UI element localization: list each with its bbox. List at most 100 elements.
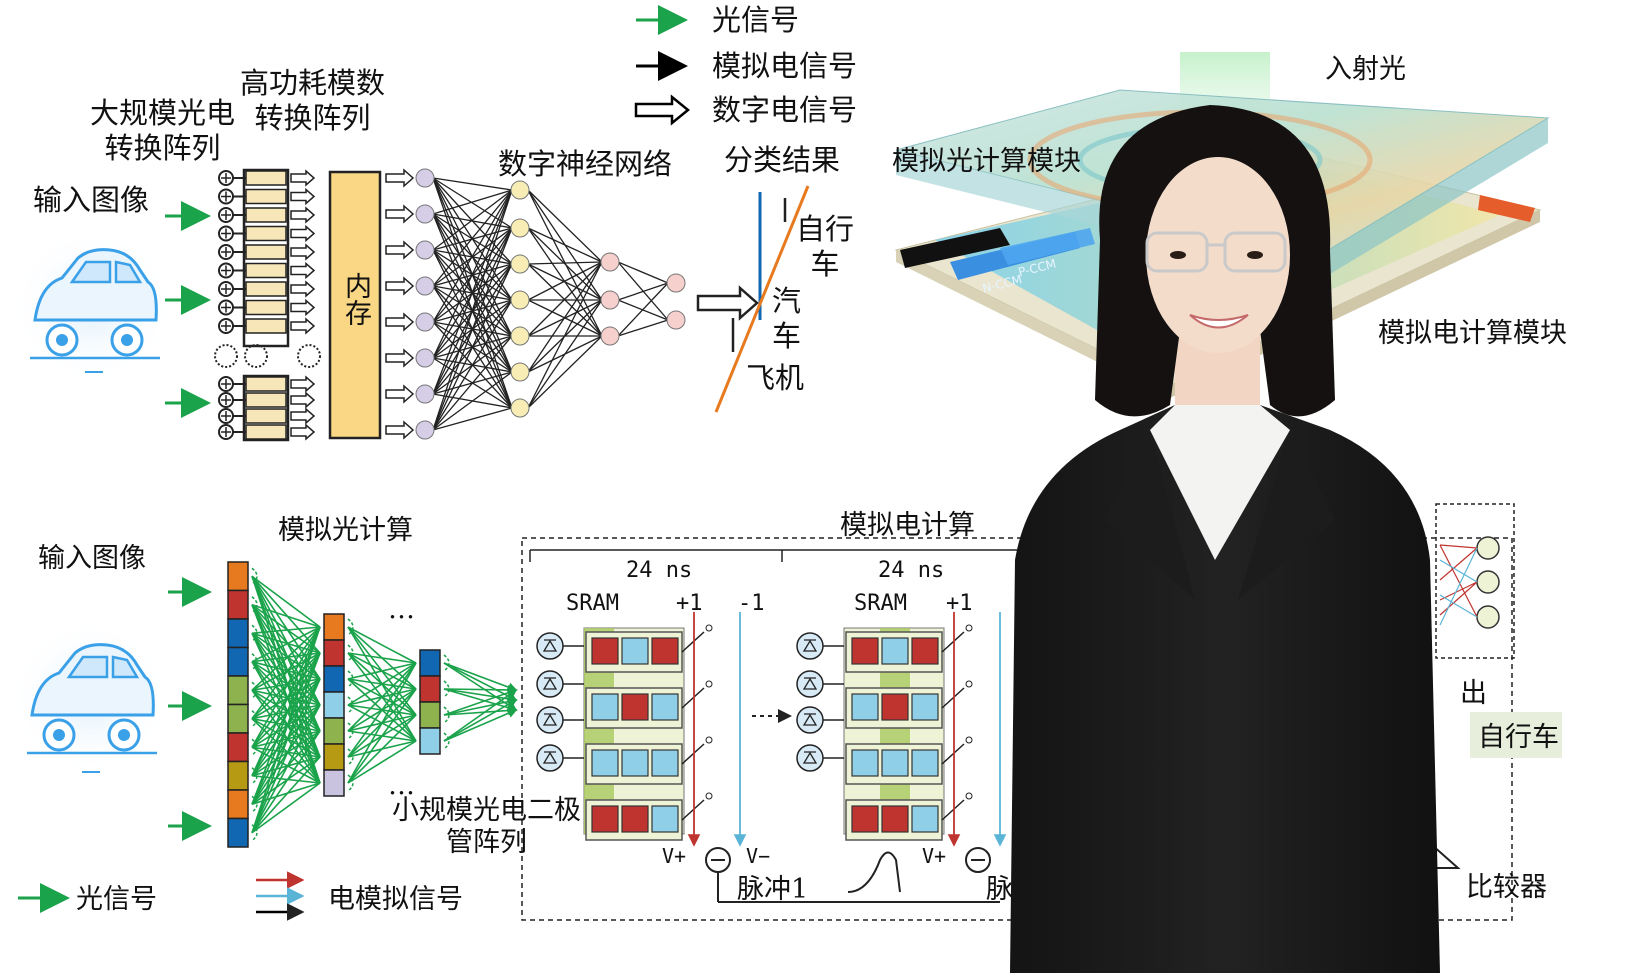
dnn-connection — [432, 263, 513, 431]
photodiode-mark — [221, 173, 231, 183]
vminus-label: V− — [746, 844, 771, 868]
photodiode-symbol — [802, 677, 818, 690]
adc-cell — [245, 376, 287, 392]
output-partial-label: 出 — [1460, 678, 1487, 709]
dnn-node-l0 — [415, 240, 435, 260]
dnn-connection — [432, 407, 513, 431]
top-digital-arrows — [290, 169, 316, 441]
adc-cell — [245, 170, 287, 186]
dnn-label: 数字神经网络 — [498, 147, 673, 181]
sram-switch-node — [705, 736, 713, 744]
photodiode-symbol — [542, 713, 558, 726]
optical-connection — [251, 604, 321, 680]
sram-cell — [911, 749, 939, 777]
sram-switch — [681, 799, 705, 821]
optical-connection — [251, 730, 321, 834]
digital-arrow — [290, 298, 316, 317]
dnn-node-l0 — [415, 276, 435, 296]
optical-connection — [251, 632, 321, 706]
optical-connection — [251, 774, 321, 784]
sram-blocks — [536, 612, 1007, 847]
sram-switch-node — [965, 680, 973, 688]
optical-connection — [251, 652, 321, 834]
optical-out-connection — [443, 696, 518, 716]
optical-connection — [251, 689, 321, 758]
dnn-connection — [527, 263, 603, 301]
bottom-car-icon — [10, 619, 170, 775]
result-bar-orange — [714, 185, 810, 413]
time-label-1: 24 ns — [626, 558, 693, 583]
dnn-connection — [432, 177, 513, 191]
pixel-cell-col3 — [419, 727, 441, 755]
photodiode-mark — [221, 247, 231, 257]
legend-analog-label: 模拟电信号 — [712, 49, 858, 83]
optical-emission-arc — [251, 824, 258, 842]
bottom-input-label: 输入图像 — [38, 543, 146, 574]
result-label: 分类结果 — [724, 143, 841, 177]
sram-cell — [651, 637, 679, 665]
pixel-cell-col1 — [227, 589, 249, 620]
sram-cell — [591, 637, 619, 665]
dnn-node-l0 — [415, 204, 435, 224]
pixel-cell-col1 — [227, 561, 249, 592]
pixel-cell-col3 — [419, 675, 441, 703]
memory-out-arrow — [385, 420, 415, 440]
sram-switch — [941, 743, 965, 765]
optical-connection — [347, 662, 417, 706]
optical-connection — [251, 746, 321, 758]
memory-out-arrow — [385, 204, 415, 224]
sram-cell — [651, 749, 679, 777]
optical-connection — [251, 689, 321, 706]
dnn-connection — [432, 227, 513, 431]
optical-connection — [251, 718, 321, 784]
pixel-cell-col3 — [419, 701, 441, 729]
optical-out-connection — [443, 662, 518, 692]
time-label-2: 24 ns — [878, 558, 945, 583]
optical-emission-arc — [443, 680, 450, 698]
optical-connection — [347, 662, 417, 758]
sram-switch-node — [965, 792, 973, 800]
photodiode-icon — [536, 632, 564, 660]
sram-switch-node — [965, 624, 973, 632]
photodiode-mark — [221, 395, 231, 405]
photodiode-mark — [221, 302, 231, 313]
sram-cell — [851, 637, 879, 665]
optical-connection — [251, 632, 321, 732]
bottom-legend-electrical: 电模拟信号 — [328, 884, 463, 915]
optical-emission-arc — [347, 696, 354, 714]
adc-ellipsis — [244, 344, 268, 368]
sram-switch-node — [965, 736, 973, 744]
dots-top: … — [388, 594, 415, 625]
dnn-connection — [617, 282, 669, 337]
pixel-cell-col1 — [227, 817, 249, 848]
optical-connection — [251, 678, 321, 834]
pulse1-label: 脉冲1 — [737, 874, 809, 905]
digital-arrow — [290, 169, 316, 187]
digital-arrow — [290, 261, 316, 280]
dnn-node-l3 — [666, 310, 686, 330]
optical-emission-arc — [443, 732, 450, 750]
optical-emission-arc — [347, 618, 354, 636]
optical-connection — [251, 632, 321, 680]
arrow-ellipsis — [297, 344, 321, 368]
optical-connection — [251, 626, 321, 720]
photodiode-icon — [796, 632, 824, 660]
optical-connection — [347, 662, 417, 732]
optical-connection — [251, 718, 321, 758]
pixel-cell-col2 — [323, 769, 345, 797]
photodiode-mark — [221, 427, 231, 437]
optical-module-label: 模拟光计算模块 — [892, 146, 1081, 177]
dnn-node-l1 — [510, 326, 530, 346]
memory-out-arrow — [385, 312, 415, 332]
optical-emission-arc — [251, 653, 258, 671]
sram-switch-node — [705, 680, 713, 688]
legend-digital-arrow — [634, 94, 690, 126]
bottom-legend-arrows — [18, 871, 305, 921]
optical-emission-arc — [251, 567, 258, 585]
dnn-node-l0 — [415, 348, 435, 368]
optical-connection — [347, 688, 417, 784]
dnn-node-l1 — [510, 290, 530, 310]
electrical-module-label: 模拟电计算模块 — [1378, 318, 1567, 349]
